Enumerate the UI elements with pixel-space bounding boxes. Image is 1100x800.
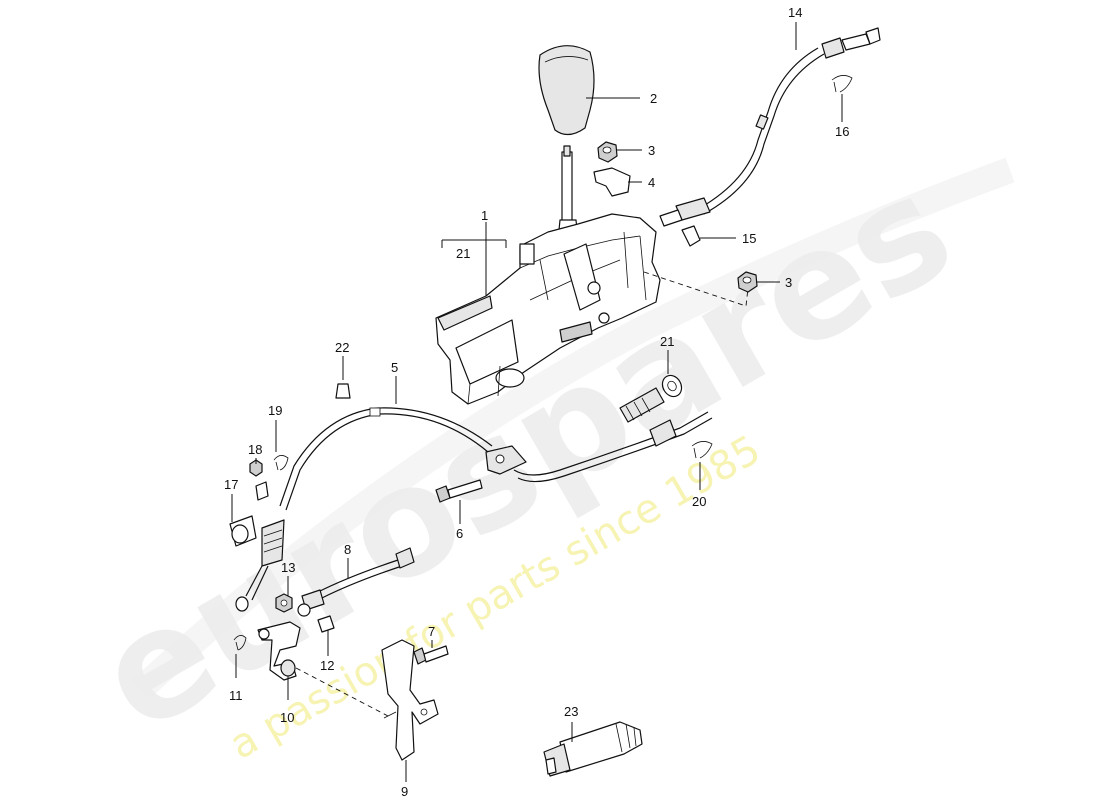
bracket-4 bbox=[593, 167, 642, 197]
callout-15: 15 bbox=[742, 231, 756, 246]
callout-20: 20 bbox=[692, 494, 706, 509]
clip-20 bbox=[691, 441, 713, 490]
pin-17 bbox=[229, 481, 269, 547]
callout-7: 7 bbox=[428, 624, 435, 639]
clip-15 bbox=[681, 225, 736, 247]
nut-lower bbox=[737, 271, 780, 293]
callout-18: 18 bbox=[248, 442, 262, 457]
callout-3-lower: 3 bbox=[785, 275, 792, 290]
callout-11: 11 bbox=[229, 688, 243, 703]
clip-11 bbox=[233, 635, 247, 678]
callout-23: 23 bbox=[564, 704, 578, 719]
shifter-housing bbox=[435, 213, 661, 405]
leader-1-21 bbox=[441, 222, 507, 296]
nut-upper bbox=[597, 141, 642, 163]
callout-1: 1 bbox=[481, 208, 488, 223]
shift-knob bbox=[538, 45, 640, 136]
callout-5: 5 bbox=[391, 360, 398, 375]
bushing-21 bbox=[619, 350, 683, 423]
clip-16 bbox=[831, 75, 853, 122]
rod-8 bbox=[297, 547, 415, 617]
callout-14: 14 bbox=[788, 5, 802, 20]
callout-labels: 1 2 3 4 3 5 6 7 8 9 10 11 12 13 14 15 16… bbox=[224, 5, 849, 799]
clip-19 bbox=[273, 420, 289, 471]
pin-12 bbox=[317, 615, 335, 656]
bolt-7 bbox=[413, 640, 449, 665]
watermark-brand: eurospares bbox=[71, 141, 979, 766]
callout-21-left: 21 bbox=[456, 246, 470, 261]
callout-9: 9 bbox=[401, 784, 408, 799]
clip-22 bbox=[335, 356, 351, 399]
callout-19: 19 bbox=[268, 403, 282, 418]
plate-bracket-9 bbox=[381, 639, 439, 782]
callout-8: 8 bbox=[344, 542, 351, 557]
nut-13 bbox=[275, 576, 293, 613]
cable-5 bbox=[235, 376, 713, 612]
callout-16: 16 bbox=[835, 124, 849, 139]
callout-6: 6 bbox=[456, 526, 463, 541]
grease-tube-23 bbox=[543, 721, 643, 777]
nut-18 bbox=[249, 458, 263, 477]
dashed-assembly-line bbox=[643, 271, 749, 307]
callout-21-right: 21 bbox=[660, 334, 674, 349]
callout-17: 17 bbox=[224, 477, 238, 492]
callout-12: 12 bbox=[320, 658, 334, 673]
callout-2: 2 bbox=[650, 91, 657, 106]
callout-10: 10 bbox=[280, 710, 294, 725]
callout-13: 13 bbox=[281, 560, 295, 575]
lever-bracket-10 bbox=[257, 621, 301, 700]
callout-3-upper: 3 bbox=[648, 143, 655, 158]
callout-22: 22 bbox=[335, 340, 349, 355]
callout-4: 4 bbox=[648, 175, 655, 190]
cable-14 bbox=[659, 22, 881, 227]
bolt-6 bbox=[435, 479, 483, 524]
